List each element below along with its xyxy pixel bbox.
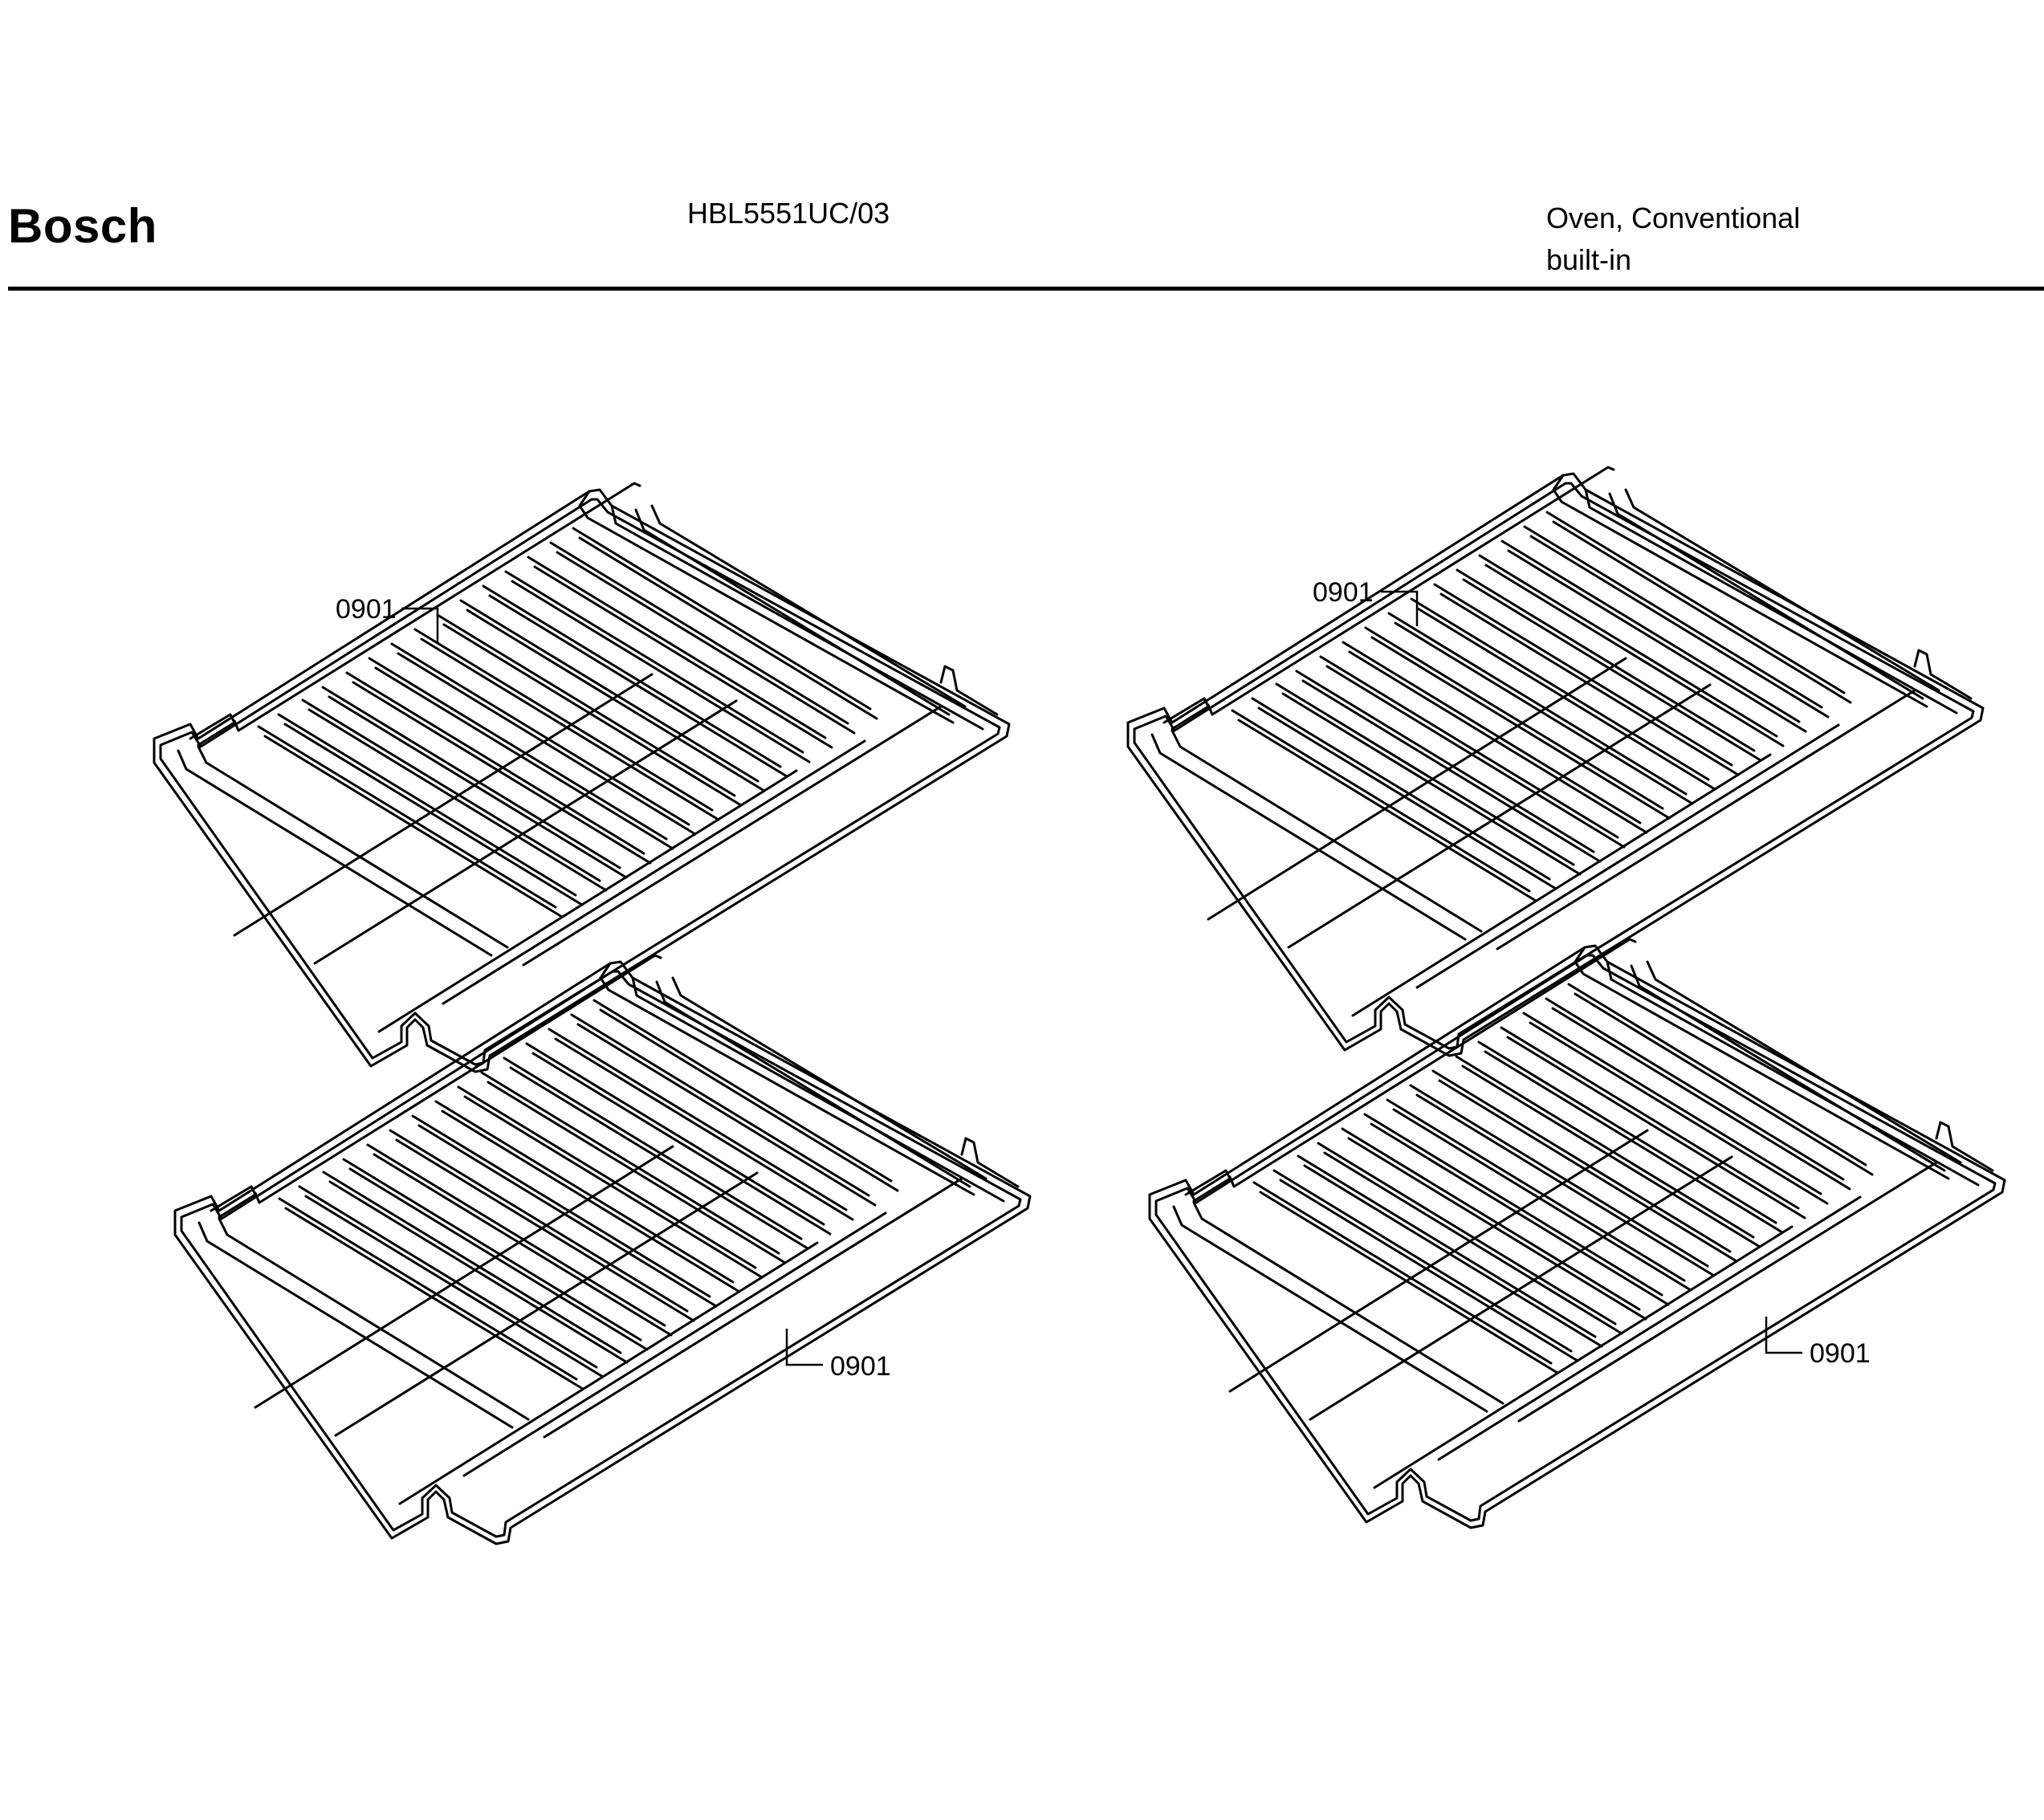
oven-rack-1 bbox=[154, 483, 1009, 1072]
diagram-header: Bosch HBL5551UC/03 Oven, Conventional bu… bbox=[0, 0, 2044, 297]
header-rule bbox=[8, 287, 2044, 291]
callout-leader-1 bbox=[401, 607, 439, 644]
callout-leader-3 bbox=[785, 1329, 823, 1366]
callout-label-2: 0901 bbox=[1313, 577, 1374, 608]
model-number: HBL5551UC/03 bbox=[687, 197, 890, 230]
description-line-1: Oven, Conventional bbox=[1546, 202, 1801, 234]
description-line-2: built-in bbox=[1546, 243, 1632, 276]
callout-leader-2 bbox=[1381, 590, 1419, 626]
oven-rack-4 bbox=[1150, 939, 2005, 1528]
oven-rack-2 bbox=[1128, 467, 1983, 1056]
brand-name: Bosch bbox=[8, 199, 157, 253]
oven-rack-3 bbox=[175, 955, 1030, 1544]
callout-label-1: 0901 bbox=[336, 594, 397, 625]
appliance-description: Oven, Conventional built-in bbox=[1546, 197, 1800, 281]
callout-label-4: 0901 bbox=[1810, 1338, 1871, 1369]
callout-label-3: 0901 bbox=[830, 1351, 891, 1382]
callout-leader-4 bbox=[1765, 1317, 1802, 1354]
